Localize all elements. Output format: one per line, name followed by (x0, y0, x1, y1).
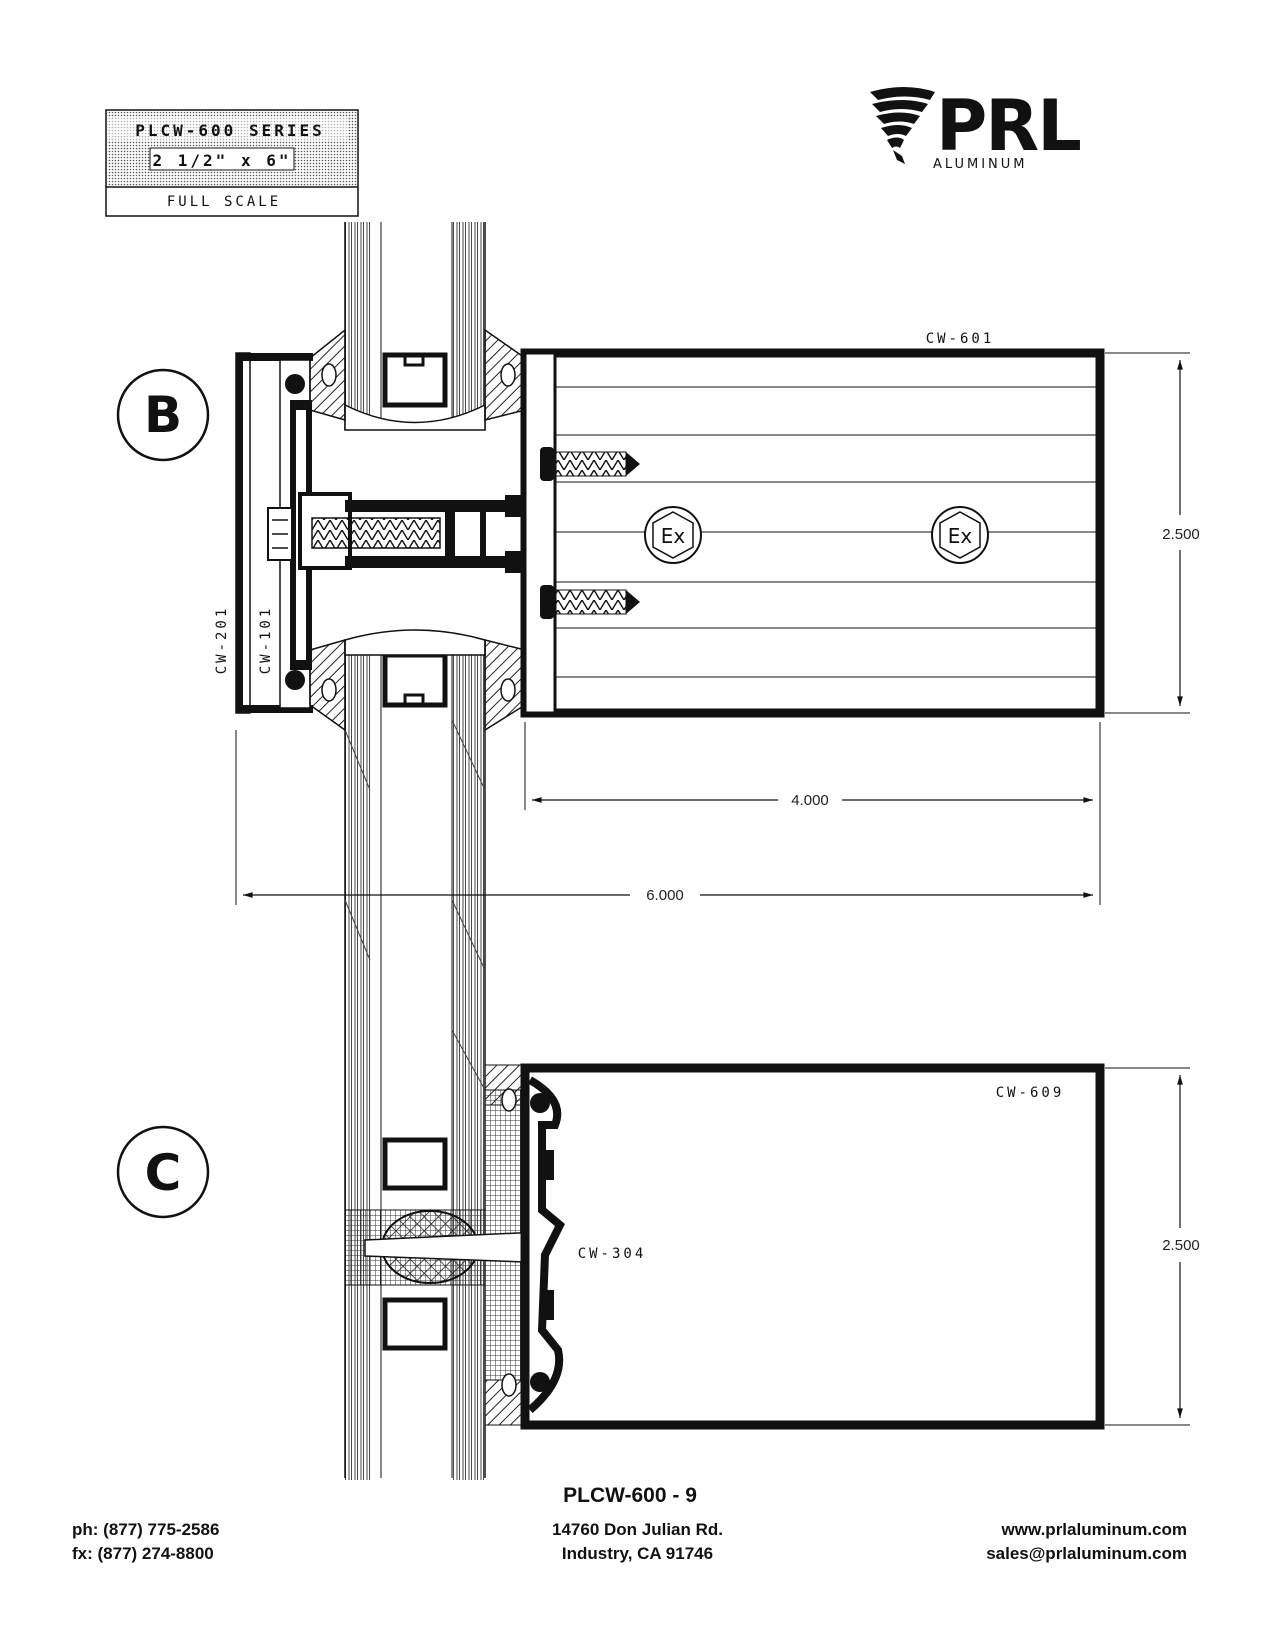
title-block: PLCW-600 SERIES 2 1/2" x 6" FULL SCALE (105, 109, 359, 217)
ex-anchor-2: Ex (931, 506, 989, 564)
cw-609-mullion (520, 1063, 1105, 1430)
label-cw-201: CW-201 (214, 606, 230, 675)
footer-phone: ph: (877) 775-2586 (72, 1520, 220, 1539)
logo-subtitle: ALUMINUM (933, 157, 1028, 172)
title-size: 2 1/2" x 6" (153, 151, 292, 170)
detail-c: C CW-609 CW-304 2.500 (116, 1063, 1200, 1430)
svg-text:4.000: 4.000 (791, 792, 829, 809)
screw-lower (540, 585, 640, 619)
page-number: PLCW-600 - 9 (563, 1484, 697, 1507)
dim-b-total-width: 6.000 (235, 730, 1093, 905)
detail-c-marker: C (116, 1125, 210, 1219)
dim-b-inner-width: 4.000 (524, 722, 1101, 905)
svg-text:2.500: 2.500 (1162, 526, 1200, 543)
spacer-top-b (382, 352, 448, 408)
spacer-top-c (382, 1137, 448, 1191)
footer-contact: ph: (877) 775-2586 fx: (877) 274-8800 (72, 1518, 219, 1566)
screw-upper (540, 447, 640, 481)
svg-text:C: C (145, 1144, 182, 1202)
detail-b: B (116, 328, 1200, 905)
logo-wordmark: PRL (936, 85, 1080, 167)
footer-website-link[interactable]: www.prlaluminum.com (1001, 1520, 1187, 1539)
title-scale: FULL SCALE (167, 194, 281, 210)
dim-c-height: 2.500 (1105, 1067, 1200, 1426)
footer-web: www.prlaluminum.com sales@prlaluminum.co… (986, 1518, 1187, 1566)
ex-anchor-1: Ex (644, 506, 702, 564)
svg-text:B: B (144, 386, 182, 444)
label-cw-304: CW-304 (578, 1246, 647, 1262)
label-cw-101: CW-101 (258, 606, 274, 675)
glazing-band (344, 222, 486, 1480)
prl-logo: PRL ALUMINUM (870, 85, 1082, 172)
label-cw-601: CW-601 (926, 331, 995, 347)
screw-tornado-icon (870, 87, 935, 164)
footer-fax: fx: (877) 274-8800 (72, 1544, 214, 1563)
svg-text:2.500: 2.500 (1162, 1237, 1200, 1254)
label-cw-609: CW-609 (996, 1085, 1065, 1101)
svg-text:Ex: Ex (661, 524, 686, 548)
cw-601-mullion (520, 348, 1105, 718)
title-series: PLCW-600 SERIES (135, 121, 325, 140)
spacer-bottom-b (382, 652, 448, 708)
svg-text:6.000: 6.000 (646, 887, 684, 904)
bolt-assembly (267, 492, 523, 573)
svg-text:Ex: Ex (948, 524, 973, 548)
detail-b-marker: B (116, 368, 210, 462)
dim-b-height: 2.500 (1105, 352, 1200, 714)
footer-email-link[interactable]: sales@prlaluminum.com (986, 1544, 1187, 1563)
spacer-bottom-c (382, 1297, 448, 1351)
